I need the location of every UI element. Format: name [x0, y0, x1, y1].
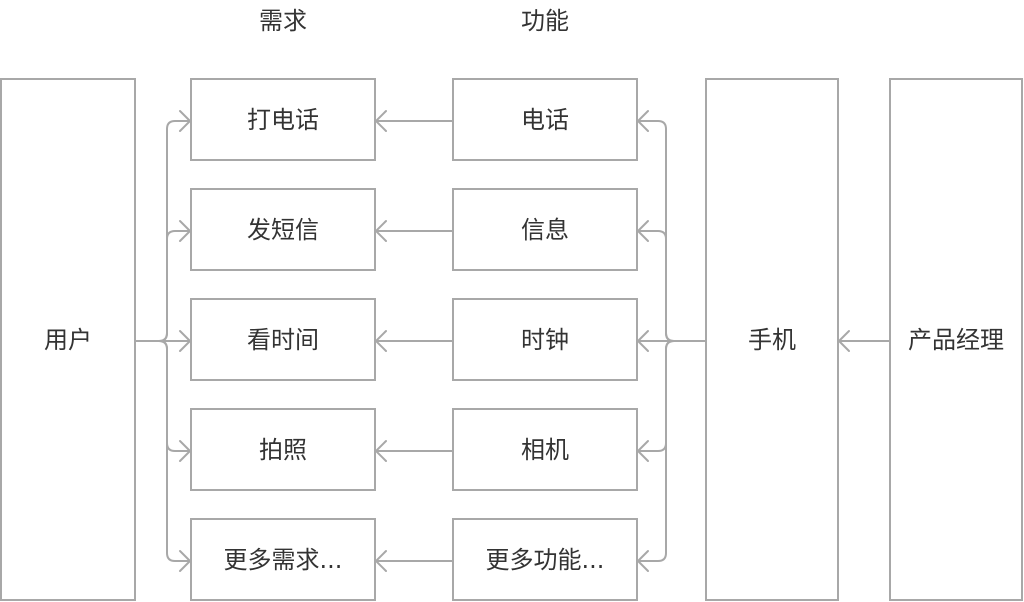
arrowhead-icon: [637, 220, 649, 242]
arrowhead-icon: [179, 220, 191, 242]
arrowhead-icon: [637, 110, 649, 132]
user-label: 用户: [44, 325, 92, 354]
feature-label: 信息: [521, 215, 569, 244]
user-box[interactable]: 用户: [0, 78, 136, 601]
arrowhead-icon: [375, 220, 387, 242]
connector-user-to-need-sms: [158, 230, 191, 342]
feature-box-more[interactable]: 更多功能...: [452, 518, 638, 601]
feature-box-camera[interactable]: 相机: [452, 408, 638, 491]
feature-label: 时钟: [521, 325, 569, 354]
connector-user-to-need-call: [158, 120, 191, 342]
arrowhead-icon: [637, 330, 649, 352]
phone-label: 手机: [748, 325, 796, 354]
arrowhead-icon: [179, 550, 191, 572]
product-manager-label: 产品经理: [908, 325, 1004, 354]
connector-phone-to-feature-camera: [637, 340, 675, 452]
arrowhead-icon: [179, 330, 191, 352]
need-label: 更多需求...: [223, 545, 343, 574]
phone-box[interactable]: 手机: [705, 78, 839, 601]
connector-phone-to-feature-messages: [637, 230, 675, 342]
need-box-call[interactable]: 打电话: [190, 78, 376, 161]
need-box-time[interactable]: 看时间: [190, 298, 376, 381]
connector-phone-to-feature-phone: [637, 120, 675, 342]
arrowhead-icon: [375, 550, 387, 572]
arrowhead-icon: [179, 440, 191, 462]
arrowhead-icon: [637, 440, 649, 462]
feature-box-clock[interactable]: 时钟: [452, 298, 638, 381]
product-manager-box[interactable]: 产品经理: [889, 78, 1023, 601]
feature-label: 更多功能...: [485, 545, 605, 574]
arrowhead-icon: [838, 330, 850, 352]
connector-user-to-need-more: [158, 340, 191, 562]
connector-user-to-need-photo: [158, 340, 191, 452]
arrowhead-icon: [179, 110, 191, 132]
arrowhead-icon: [375, 110, 387, 132]
feature-box-messages[interactable]: 信息: [452, 188, 638, 271]
connector-phone-to-feature-more: [637, 340, 675, 562]
need-label: 发短信: [247, 215, 319, 244]
need-box-sms[interactable]: 发短信: [190, 188, 376, 271]
feature-label: 相机: [521, 435, 569, 464]
arrowhead-icon: [375, 440, 387, 462]
feature-label: 电话: [521, 105, 569, 134]
features-column-header: 功能: [521, 7, 569, 35]
feature-box-phone[interactable]: 电话: [452, 78, 638, 161]
need-label: 打电话: [247, 105, 319, 134]
need-label: 看时间: [247, 325, 319, 354]
need-box-more[interactable]: 更多需求...: [190, 518, 376, 601]
need-label: 拍照: [259, 435, 307, 464]
needs-column-header: 需求: [259, 7, 307, 35]
need-box-photo[interactable]: 拍照: [190, 408, 376, 491]
arrowhead-icon: [637, 550, 649, 572]
arrowhead-icon: [375, 330, 387, 352]
